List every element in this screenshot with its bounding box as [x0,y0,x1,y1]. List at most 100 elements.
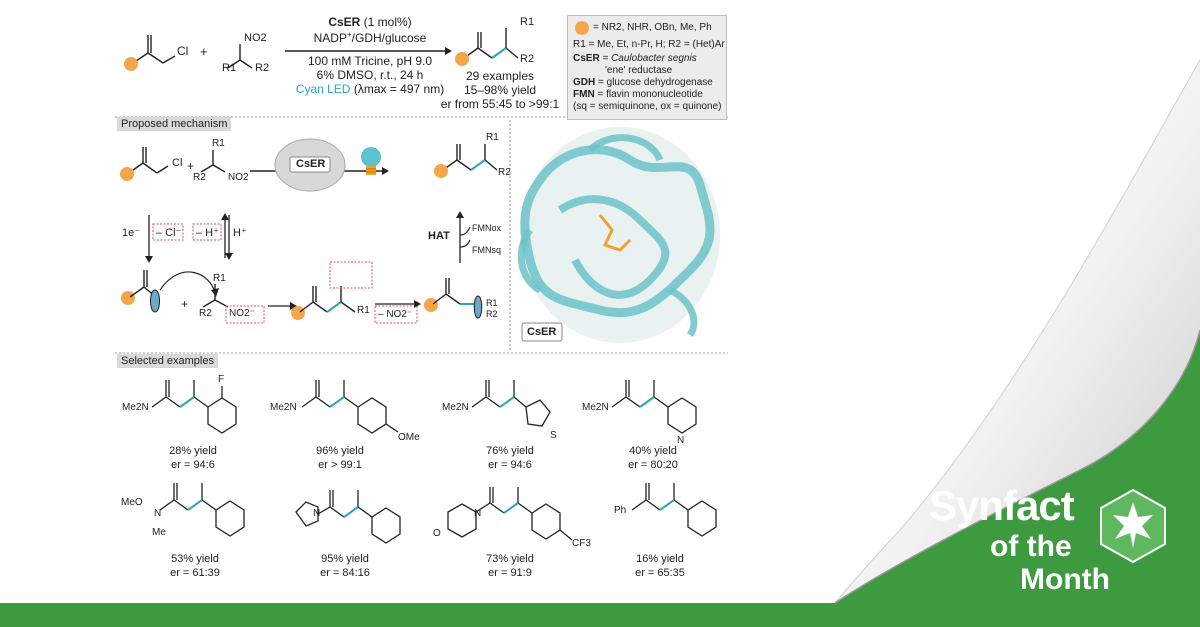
light-name: Cyan LED [295,82,351,96]
mech2-r2: R2 [199,308,212,319]
step-proton-loss: – H⁺ [196,227,219,239]
example-8-result: 16% yield er = 65:35 [605,553,715,581]
legend-fmn: FMN [573,89,595,100]
mech-cl-label: Cl [172,157,183,169]
example-3-result: 76% yield er = 94:6 [455,445,565,473]
brand-month: Month [1020,563,1110,596]
ex5-meo: MeO [121,497,143,508]
er-range: er from 55:45 to >99:1 [440,97,560,111]
plus-sign: + [200,44,208,59]
legend-csER-def: = Caulobacter segnis [602,53,697,64]
mech-r2: R2 [193,172,206,183]
cofactor-name: NADP [313,31,347,45]
solvent-line: 6% DMSO, r.t., 24 h [316,68,424,82]
examples-count: 29 examples [465,69,535,83]
protein-label: CsER [527,326,557,338]
example-3-structure [471,380,551,427]
example-4-yield: 40% yield [629,445,677,457]
mech-r1: R1 [212,138,225,149]
fmn-ox-label: FMNox [472,223,501,233]
mech4-r2: R2 [486,309,498,319]
mech3-r1: R1 [357,305,370,316]
light-line: Cyan LED (λmax = 497 nm) [280,82,460,97]
mech-prod-r1: R1 [486,132,499,143]
protein-structure-image [517,127,720,343]
ex7-cf3: CF3 [572,538,591,549]
light-bulb-icon [361,147,381,175]
example-3-er: er = 94:6 [488,458,532,471]
brand-star-icon [1100,488,1166,564]
ex7-n: N [474,508,482,519]
enzyme-label: CsER [296,158,326,170]
cofactor-sup: + [346,30,352,39]
catalyst-line: CsER (1 mol%) [295,15,445,30]
nitroalkane-structure [227,44,253,69]
mech4-r1: R1 [486,298,498,308]
mech2-r1: R1 [213,273,226,284]
cofactor-rest: /GDH/glucose [351,31,427,45]
hat-label: HAT [428,230,450,242]
ex3-me2n: Me2N [442,402,469,413]
example-5-er: er = 61:39 [170,566,220,579]
light-detail: (λmax = 497 nm) [353,82,445,96]
r2-label: R2 [255,62,270,74]
mech2-plus: + [181,297,189,311]
ex2-me2n: Me2N [270,402,297,413]
nitro-label: NO2 [244,32,267,44]
legend-line-3: CsER = Caulobacter segnis [573,53,697,65]
example-6-yield: 95% yield [321,553,369,565]
example-8-yield: 16% yield [636,553,684,565]
nitronate-label: NO2⁻ [229,308,255,319]
substituent-dot [124,57,138,71]
legend-box [567,15,727,120]
example-1-structure [151,380,237,434]
chloro-label: Cl [177,44,189,58]
example-6-result: 95% yield er = 84:16 [290,553,400,581]
brand-of-the: of the [990,530,1072,563]
catalyst-loading: (1 mol%) [363,15,412,29]
example-5-result: 53% yield er = 61:39 [140,553,250,581]
example-7-er: er = 91:9 [488,566,532,579]
buffer-line: 100 mM Tricine, pH 9.0 [307,54,433,68]
examples-section-label: Selected examples [117,354,218,368]
ex1-f: F [218,374,225,385]
example-1-result: 28% yield er = 94:6 [138,445,248,473]
legend-line-6: FMN = flavin mononucleotide [573,89,703,101]
legend-line-7: (sq = semiquinone, ox = quinone) [573,101,722,112]
example-4-result: 40% yield er = 80:20 [598,445,708,473]
example-2-result: 96% yield er > 99:1 [285,445,395,473]
example-5-structure [159,483,245,537]
example-8-structure [631,483,717,537]
ex3-s: S [550,430,557,441]
example-4-structure [611,380,697,434]
example-7-yield: 73% yield [486,553,534,565]
product-r2: R2 [520,53,535,65]
catalyst-name: CsER [328,15,361,29]
minus-nitrite: – NO2⁻ [378,309,413,320]
example-2-yield: 96% yield [316,445,364,457]
example-1-yield: 28% yield [169,445,217,457]
ex6-n: N [313,508,321,519]
legend-dot [575,21,589,35]
legend-line-2: R1 = Me, Et, n-Pr, H; R2 = (Het)Ar [573,39,725,50]
ex2-ome: OMe [398,432,420,443]
ex4-n: N [677,435,685,446]
legend-line-1: = NR2, NHR, OBn, Me, Ph [593,22,712,33]
legend-gdh-def: = glucose dehydrogenase [598,77,713,88]
yield-range: 15–98% yield [463,83,537,97]
legend-line-4: 'ene' reductase [605,65,673,76]
chloroketone-structure [132,35,176,64]
brand-synfact: Synfact [929,482,1075,529]
legend-csER: CsER [573,53,600,64]
legend-gdh: GDH [573,77,596,88]
example-2-structure [301,380,399,434]
ex5-n: N [154,508,162,519]
cofactor-line: NADP+/GDH/glucose [285,30,455,46]
product-structure [463,28,519,59]
ex4-me2n: Me2N [582,402,609,413]
r1-label: R1 [222,62,237,74]
legend-fmn-def: = flavin mononucleotide [597,89,703,100]
step-electron: 1e⁻ [122,227,141,239]
ex5-me: Me [152,527,166,538]
